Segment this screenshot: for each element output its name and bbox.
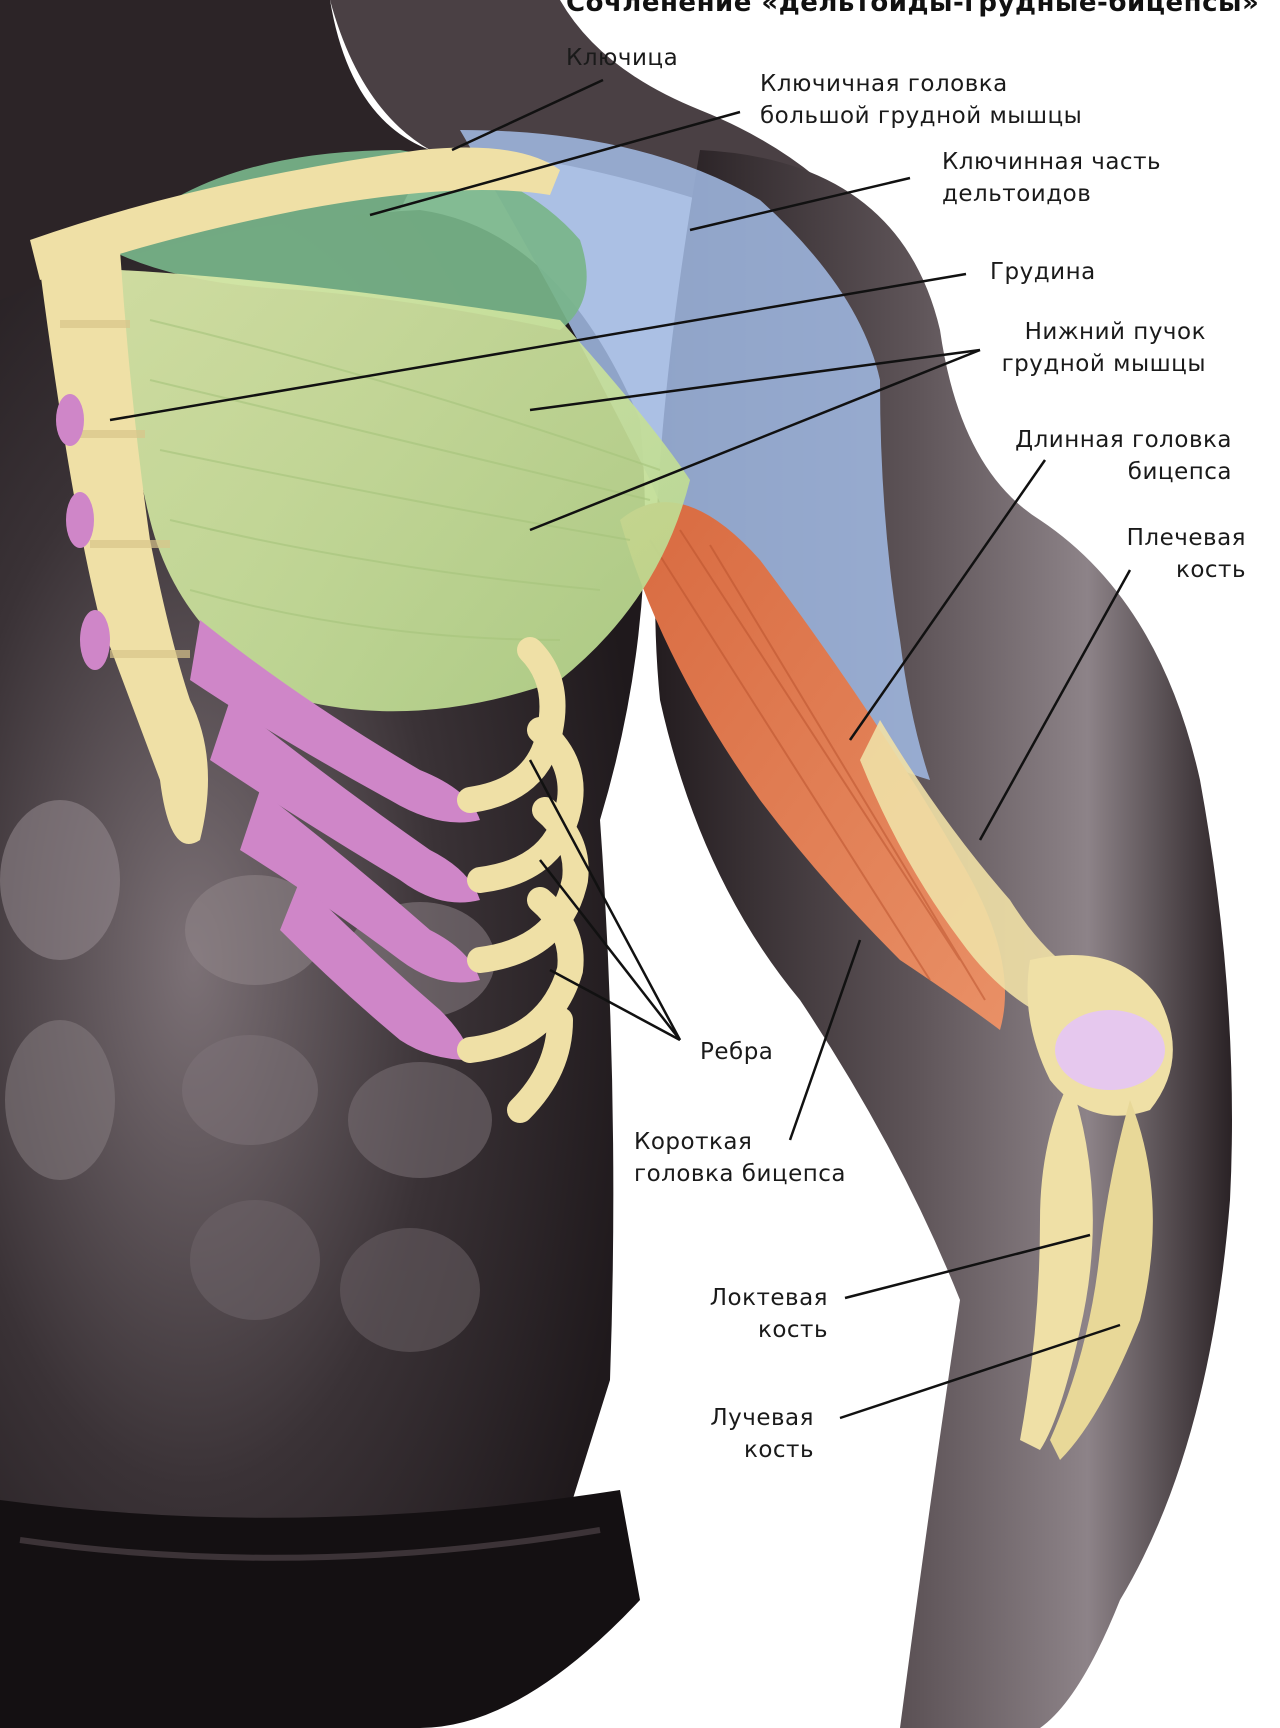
label-ulna-line1: Локтевая <box>709 1285 828 1311</box>
label-clavicle: Ключица <box>566 42 678 74</box>
abdominals <box>0 800 495 1352</box>
label-radius: Лучевая кость <box>680 1402 814 1466</box>
label-humerus-line1: Плечевая <box>1126 525 1246 551</box>
label-deltoid-clavicular: Ключинная часть дельтоидов <box>942 146 1161 210</box>
label-biceps-short-line1: Короткая <box>634 1129 753 1155</box>
biceps-muscle <box>620 502 1005 1031</box>
label-biceps-long-head: Длинная головка бицепса <box>1000 424 1232 488</box>
humerus-bone <box>860 720 1120 1030</box>
label-pec-clavicular-line2: большой грудной мышцы <box>760 103 1083 129</box>
label-deltoid-line2: дельтоидов <box>942 181 1092 207</box>
label-radius-line2: кость <box>743 1437 814 1463</box>
label-pec-lower: Нижний пучок грудной мышцы <box>980 316 1206 380</box>
label-ribs-text: Ребра <box>700 1039 774 1065</box>
briefs-shape <box>0 1490 640 1728</box>
label-biceps-long-line1: Длинная головка <box>1015 427 1232 453</box>
label-ulna: Локтевая кость <box>680 1282 828 1346</box>
label-biceps-long-line2: бицепса <box>1127 459 1232 485</box>
label-humerus-line2: кость <box>1175 557 1246 583</box>
label-radius-line1: Лучевая <box>710 1405 814 1431</box>
label-clavicle-text: Ключица <box>566 45 679 71</box>
label-sternum: Грудина <box>990 256 1096 288</box>
label-pec-clavicular-head: Ключичная головка большой грудной мышцы <box>760 68 1082 132</box>
label-pec-lower-line1: Нижний пучок <box>1024 319 1206 345</box>
ribs-bones <box>457 637 589 1123</box>
label-deltoid-line1: Ключинная часть <box>942 149 1162 175</box>
label-humerus: Плечевая кость <box>1080 522 1246 586</box>
leader-lines <box>109 78 1132 1420</box>
label-ribs: Ребра <box>700 1036 773 1068</box>
label-pec-lower-line2: грудной мышцы <box>1001 351 1206 377</box>
radius-bone <box>1050 1100 1153 1460</box>
label-sternum-text: Грудина <box>990 259 1096 285</box>
label-pec-clavicular-line1: Ключичная головка <box>760 71 1008 97</box>
clavicle-bone <box>30 147 560 280</box>
ulna-bone <box>1020 1080 1093 1450</box>
label-biceps-short-line2: головка бицепса <box>634 1161 846 1187</box>
label-ulna-line2: кость <box>757 1317 828 1343</box>
pec-sternal-muscle <box>120 270 690 712</box>
costal-cartilage <box>56 394 480 1060</box>
diagram-title: Сочленение «дельтоиды-грудные-бицепсы» <box>566 0 1260 18</box>
label-biceps-short-head: Короткая головка бицепса <box>634 1126 846 1190</box>
